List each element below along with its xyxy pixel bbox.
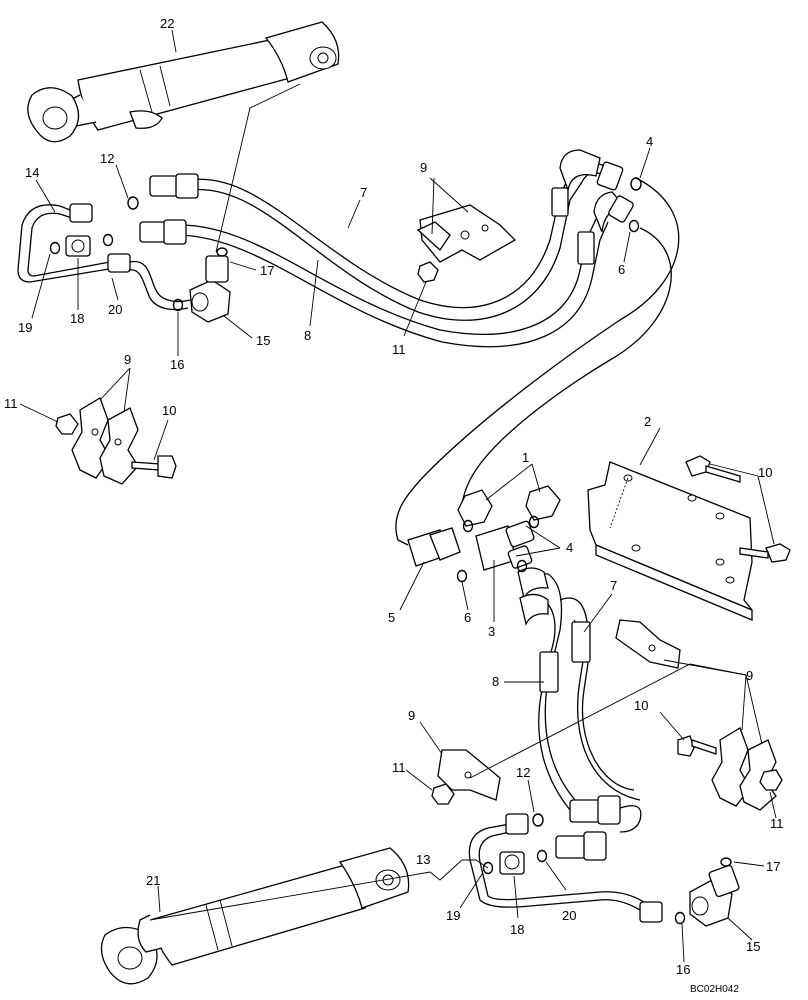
callout-16-lower: 16 (676, 962, 690, 977)
fittings-upper-hose-ends (139, 149, 634, 265)
clamp-right-lower (711, 727, 777, 811)
clamp-lower-left (437, 749, 501, 801)
mounting-plate (587, 461, 753, 621)
callout-17-lower: 17 (766, 859, 780, 874)
callout-labels: 22 21 14 13 12 12 19 19 18 18 20 20 16 1… (4, 16, 784, 977)
bolts-plate (685, 455, 791, 563)
hose-upper-7 (189, 162, 611, 321)
callout-9-left: 9 (124, 352, 131, 367)
callout-12-upper: 12 (100, 151, 114, 166)
nut-upper-center (417, 261, 439, 283)
tube-13-lower (468, 813, 663, 923)
callout-14: 14 (25, 165, 39, 180)
clamp-upper-center (416, 204, 517, 263)
callout-6-lower: 6 (464, 610, 471, 625)
callout-11-lower-right: 11 (770, 816, 784, 831)
nut-right-lower (759, 769, 783, 791)
callout-9-upper: 9 (420, 160, 427, 175)
drawing-code: BC02H042 (690, 984, 739, 995)
callout-5: 5 (388, 610, 395, 625)
callout-3: 3 (488, 624, 495, 639)
callout-9-lower-left: 9 (408, 708, 415, 723)
bolt-right-lower (677, 735, 717, 757)
hose-lower-7-8 (517, 567, 641, 811)
callout-2: 2 (644, 414, 651, 429)
callout-10-lower: 10 (634, 698, 648, 713)
callout-15-lower: 15 (746, 939, 760, 954)
callout-16-upper: 16 (170, 357, 184, 372)
callout-4-upper: 4 (646, 134, 653, 149)
callout-11-upper: 11 (392, 342, 406, 357)
callout-11-lower-left: 11 (392, 760, 406, 775)
callout-21: 21 (146, 873, 160, 888)
o-rings (49, 177, 732, 925)
clamp-right-middle (615, 619, 681, 669)
callout-15-upper: 15 (256, 333, 270, 348)
tube-14-upper (17, 203, 191, 311)
callout-11-left: 11 (4, 396, 18, 411)
tee-block-center (407, 485, 561, 571)
callout-1: 1 (522, 450, 529, 465)
callout-7-upper: 7 (360, 185, 367, 200)
callout-10-left: 10 (162, 403, 176, 418)
hose-upper-8 (179, 206, 623, 348)
callout-8-lower: 8 (492, 674, 499, 689)
callout-20-upper: 20 (108, 302, 122, 317)
elbow-fitting-upper (189, 255, 231, 323)
nut-lower-left (431, 783, 455, 805)
elbow-fitting-lower (689, 864, 740, 927)
callout-4-lower: 4 (566, 540, 573, 555)
hose-crossover (395, 177, 680, 546)
nut-left (55, 413, 79, 435)
callout-18-lower: 18 (510, 922, 524, 937)
callout-13: 13 (416, 852, 430, 867)
cylinder-upper (27, 21, 340, 143)
callout-22: 22 (160, 16, 174, 31)
callout-17-upper: 17 (260, 263, 274, 278)
callout-19-lower: 19 (446, 908, 460, 923)
callout-7-lower: 7 (610, 578, 617, 593)
leader-lines (19, 29, 777, 963)
callout-18-upper: 18 (70, 311, 84, 326)
callout-6-upper: 6 (618, 262, 625, 277)
callout-12-lower: 12 (516, 765, 530, 780)
fittings-lower-hose-ends (555, 795, 642, 861)
callout-20-lower: 20 (562, 908, 576, 923)
callout-9-right: 9 (746, 668, 753, 683)
callout-10-right: 10 (758, 465, 772, 480)
bolt-left (131, 455, 177, 479)
callout-19-upper: 19 (18, 320, 32, 335)
cylinder-lower (100, 847, 410, 985)
callout-8-upper: 8 (304, 328, 311, 343)
clamp-left (71, 397, 139, 485)
